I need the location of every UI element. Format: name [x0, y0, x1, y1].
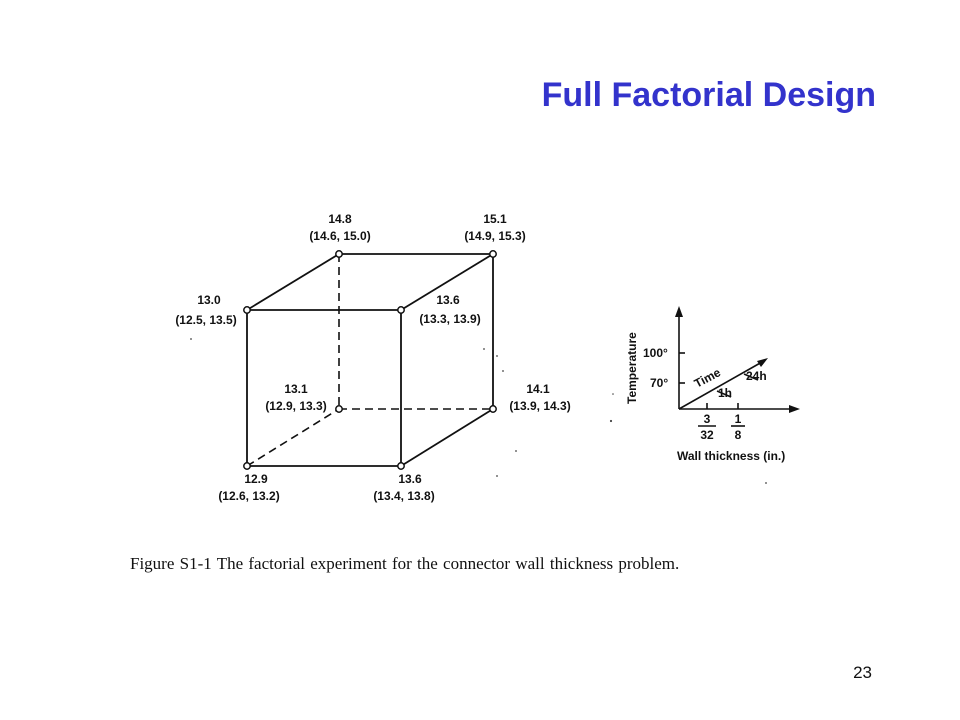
slide-title: Full Factorial Design: [541, 76, 876, 114]
scan-specks: [190, 338, 767, 484]
axis-key: Temperature 100° 70° Time 24h 1h 3 32 1 …: [625, 306, 800, 463]
cube-hidden-edges: [246, 254, 493, 467]
tick-label-3-32-numerator: 3: [704, 412, 711, 426]
vertex-marker-front-top-right: [397, 306, 405, 314]
vertex-range: (12.6, 13.2): [218, 489, 279, 503]
vertex-mean: 13.1: [284, 382, 308, 396]
vertex-marker-back-bottom-left: [335, 405, 343, 413]
vertex-mean: 14.1: [526, 382, 550, 396]
vertex-mean: 13.6: [398, 472, 422, 486]
vertex-range: (12.5, 13.5): [175, 313, 236, 327]
vertex-marker-back-bottom-right: [489, 405, 497, 413]
temperature-axis-label: Temperature: [625, 332, 639, 404]
vertex-marker-back-top-left: [335, 250, 343, 258]
vertex-range: (14.6, 15.0): [309, 229, 370, 243]
tick-label-24h: 24h: [746, 369, 767, 383]
cube-vertices: [243, 250, 497, 470]
page-number: 23: [853, 663, 872, 682]
vertex-range: (12.9, 13.3): [265, 399, 326, 413]
tick-label-1h: 1h: [718, 386, 732, 400]
cube-solid-edges: [246, 253, 494, 467]
vertex-mean: 12.9: [244, 472, 268, 486]
vertex-mean: 14.8: [328, 212, 352, 226]
vertex-range: (13.4, 13.8): [373, 489, 434, 503]
vertex-labels: 14.8 (14.6, 15.0) 15.1 (14.9, 15.3) 13.0…: [175, 212, 570, 503]
figure-caption: Figure S1-1 The factorial experiment for…: [130, 554, 680, 573]
top-left-depth-edge: [246, 253, 340, 311]
temperature-arrowhead: [675, 306, 683, 317]
vertex-marker-front-bottom-left: [243, 462, 251, 470]
vertex-mean: 13.0: [197, 293, 221, 307]
vertex-range: (14.9, 15.3): [464, 229, 525, 243]
bottom-left-hidden-edge: [246, 408, 340, 467]
top-right-depth-edge: [400, 253, 494, 311]
tick-label-3-32-denominator: 32: [700, 428, 714, 442]
vertex-range: (13.9, 14.3): [509, 399, 570, 413]
tick-label-100: 100°: [643, 346, 668, 360]
vertex-range: (13.3, 13.9): [419, 312, 480, 326]
time-arrowhead: [757, 358, 768, 367]
vertex-marker-front-bottom-right: [397, 462, 405, 470]
vertex-mean: 13.6: [436, 293, 460, 307]
vertex-marker-front-top-left: [243, 306, 251, 314]
thickness-axis-label: Wall thickness (in.): [677, 449, 785, 463]
tick-label-70: 70°: [650, 376, 668, 390]
time-axis-line: [678, 361, 763, 410]
vertex-marker-back-top-right: [489, 250, 497, 258]
thickness-arrowhead: [789, 405, 800, 413]
bottom-right-depth-edge: [400, 408, 494, 467]
vertex-mean: 15.1: [483, 212, 507, 226]
tick-label-1-8-numerator: 1: [735, 412, 742, 426]
tick-label-1-8-denominator: 8: [735, 428, 742, 442]
